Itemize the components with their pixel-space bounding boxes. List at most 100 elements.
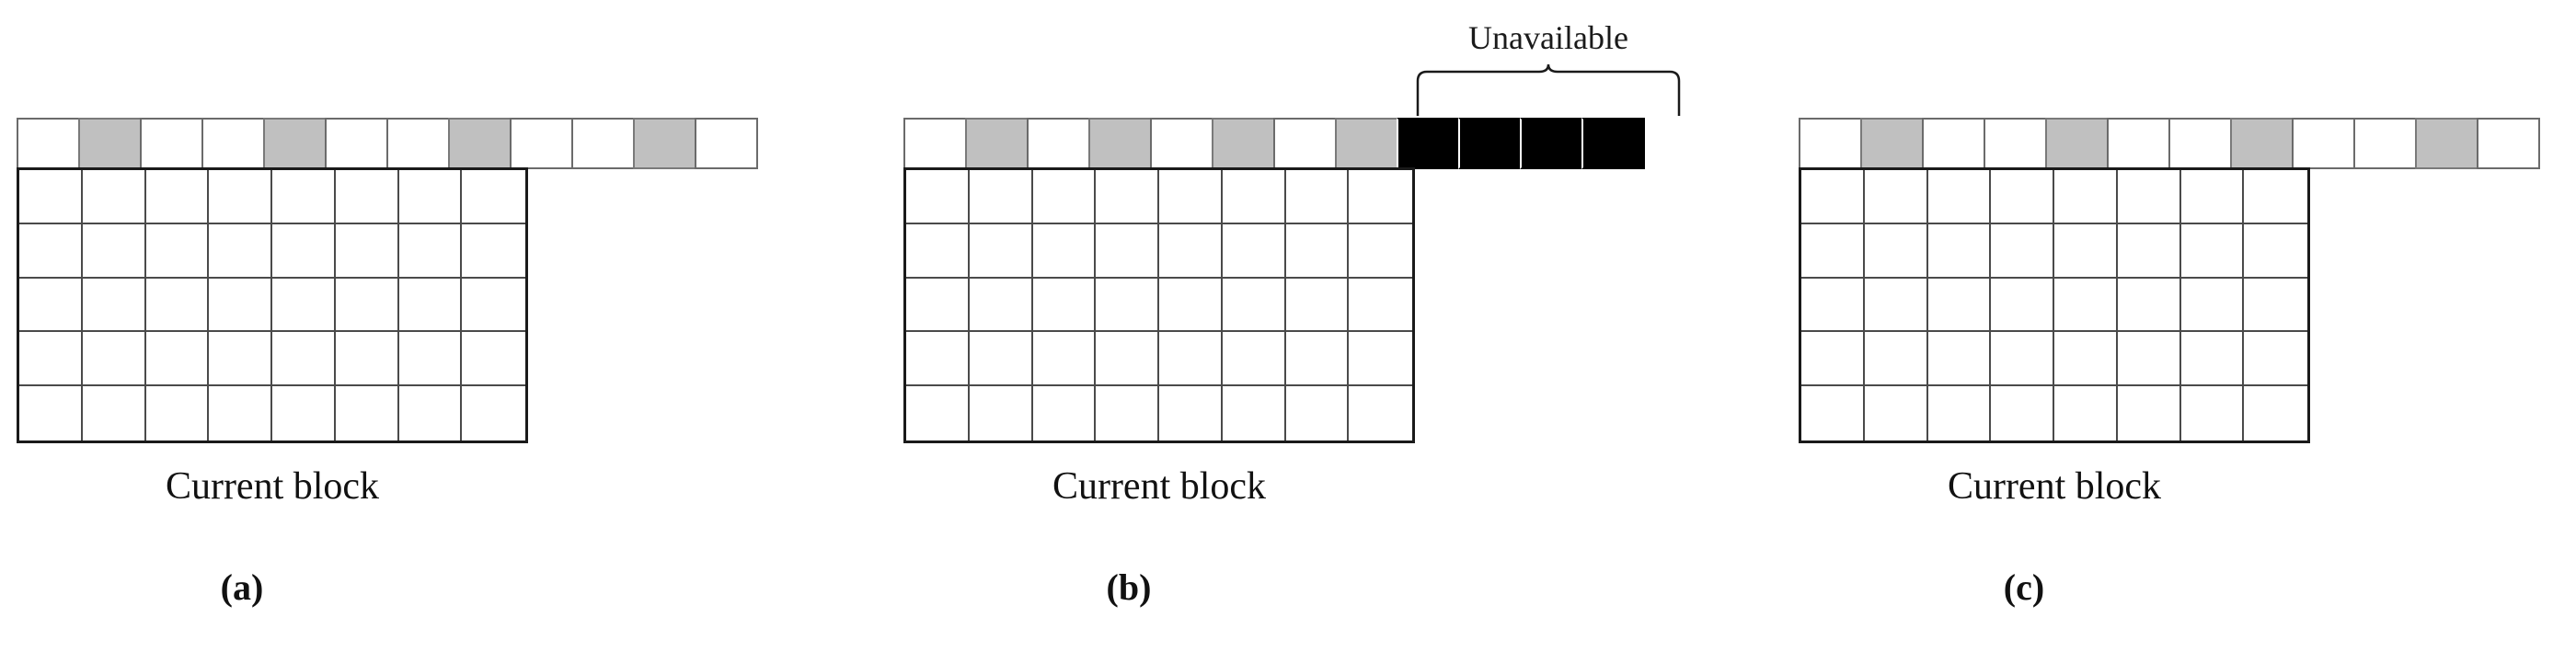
block-cell (398, 386, 463, 440)
block-cell (1096, 332, 1159, 387)
curly-brace-icon (1416, 63, 1681, 116)
block-cell (1991, 332, 2054, 387)
strip-cell-unavailable (1581, 118, 1645, 169)
block-cell (272, 386, 336, 440)
block-cell (1285, 332, 1350, 387)
block-cell (209, 332, 272, 387)
block-cell (1222, 223, 1286, 279)
block-cell (1349, 278, 1412, 333)
block-cell (272, 223, 336, 279)
block-cell (969, 332, 1033, 387)
block-cell (2244, 278, 2307, 333)
block-cell (1864, 278, 1928, 333)
strip-cell-free (1799, 118, 1862, 169)
block-cell (82, 332, 146, 387)
strip-cell-free (17, 118, 80, 169)
panel-c-current-block (1799, 167, 2310, 443)
block-cell (2180, 332, 2245, 387)
block-cell (2180, 223, 2245, 279)
block-cell (1222, 278, 1286, 333)
strip-cell-free (1150, 118, 1213, 169)
block-cell (145, 332, 210, 387)
block-cell (1801, 278, 1865, 333)
unavailable-label: Unavailable (1468, 19, 1628, 56)
strip-cell-reserved (1860, 118, 1924, 169)
strip-cell-reserved (965, 118, 1029, 169)
block-cell (462, 170, 525, 224)
block-cell (1159, 223, 1223, 279)
block-cell (1222, 170, 1286, 224)
block-cell (906, 278, 970, 333)
panel-a-caption: (a) (220, 566, 264, 608)
block-cell (462, 332, 525, 387)
strip-cell-free (571, 118, 635, 169)
block-cell (145, 170, 210, 224)
block-cell (1159, 278, 1223, 333)
block-cell (2117, 332, 2181, 387)
block-cell (1349, 332, 1412, 387)
block-cell (19, 332, 83, 387)
block-cell (145, 278, 210, 333)
strip-cell-free (2107, 118, 2170, 169)
block-cell (1927, 170, 1992, 224)
block-cell (1864, 170, 1928, 224)
block-cell (335, 386, 399, 440)
panel-a-block-label: Current block (165, 465, 380, 508)
block-cell (1032, 278, 1097, 333)
block-cell (2180, 278, 2245, 333)
block-cell (398, 170, 463, 224)
block-cell (209, 170, 272, 224)
block-cell (1349, 386, 1412, 440)
block-cell (462, 223, 525, 279)
block-cell (1349, 170, 1412, 224)
strip-cell-reserved (1335, 118, 1398, 169)
block-cell (2054, 170, 2118, 224)
strip-cell-free (2168, 118, 2232, 169)
block-cell (2117, 170, 2181, 224)
strip-cell-unavailable (1397, 118, 1460, 169)
panel-a-current-block (17, 167, 528, 443)
panel-c: Current block (c) (1748, 0, 2576, 652)
strip-cell-free (903, 118, 967, 169)
strip-cell-free (140, 118, 203, 169)
block-cell (398, 332, 463, 387)
block-cell (1801, 386, 1865, 440)
block-cell (82, 223, 146, 279)
block-cell (1032, 170, 1097, 224)
strip-cell-free (2353, 118, 2417, 169)
block-cell (1096, 386, 1159, 440)
strip-cell-free (201, 118, 265, 169)
block-cell (1032, 386, 1097, 440)
block-cell (272, 332, 336, 387)
strip-cell-free (1984, 118, 2047, 169)
block-cell (462, 278, 525, 333)
panel-c-block-label: Current block (1947, 465, 2162, 508)
strip-cell-free (510, 118, 573, 169)
block-cell (209, 223, 272, 279)
block-cell (1801, 223, 1865, 279)
block-cell (969, 278, 1033, 333)
block-cell (19, 170, 83, 224)
block-cell (1927, 332, 1992, 387)
strip-cell-free (2292, 118, 2355, 169)
strip-cell-free (1273, 118, 1337, 169)
strip-cell-reserved (633, 118, 696, 169)
block-cell (1159, 170, 1223, 224)
block-cell (1285, 386, 1350, 440)
strip-cell-free (1922, 118, 1985, 169)
block-cell (1801, 332, 1865, 387)
block-cell (1285, 278, 1350, 333)
strip-cell-unavailable (1458, 118, 1522, 169)
block-cell (462, 386, 525, 440)
strip-cell-unavailable (1520, 118, 1583, 169)
block-cell (2117, 386, 2181, 440)
strip-cell-reserved (2045, 118, 2109, 169)
block-cell (1864, 332, 1928, 387)
block-cell (19, 223, 83, 279)
block-cell (145, 386, 210, 440)
block-cell (19, 386, 83, 440)
block-cell (2244, 170, 2307, 224)
block-cell (335, 332, 399, 387)
block-cell (19, 278, 83, 333)
block-cell (1096, 170, 1159, 224)
